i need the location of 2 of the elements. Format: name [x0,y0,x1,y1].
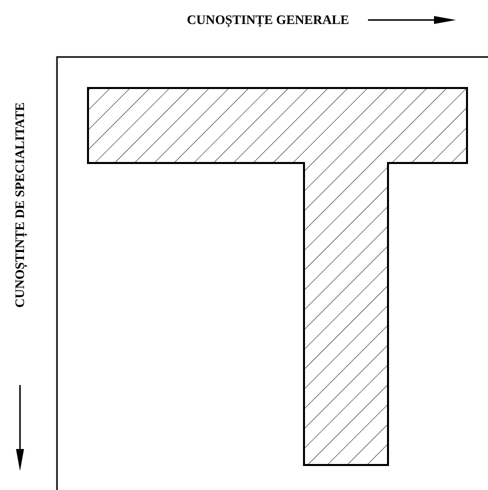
axis-label: CUNOȘTINȚE DE SPECIALITATE [12,102,28,308]
axis-label: CUNOȘTINȚE GENERALE [186,12,350,28]
